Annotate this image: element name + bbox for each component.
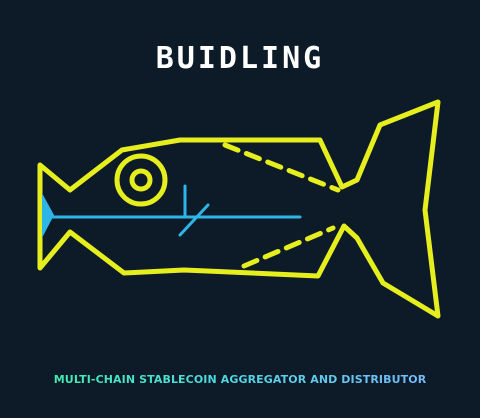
eye-inner bbox=[129, 168, 153, 192]
upper-dash-line bbox=[222, 142, 341, 193]
tagline: MULTI-CHAIN STABLECOIN AGGREGATOR AND DI… bbox=[0, 372, 480, 388]
page-title: BUIDLING bbox=[155, 41, 325, 76]
fish-outline bbox=[37, 99, 441, 319]
lower-dash-line bbox=[241, 225, 336, 269]
head-wedge bbox=[42, 193, 54, 238]
eye-outer bbox=[114, 153, 168, 207]
fin-bone bbox=[178, 203, 210, 237]
